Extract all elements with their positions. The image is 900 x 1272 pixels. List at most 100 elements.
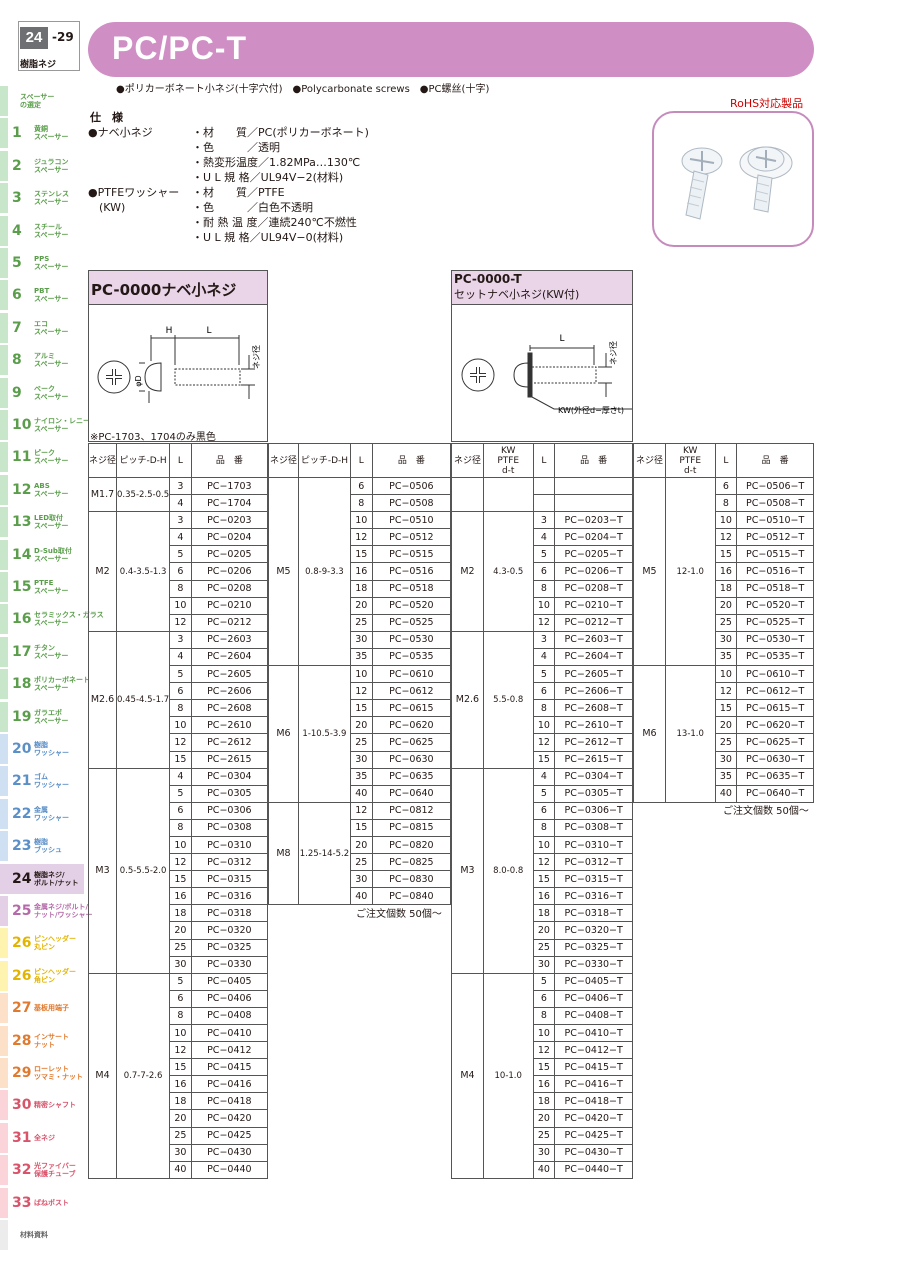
length-cell: 10 [169, 716, 192, 735]
sidebar-item-label: ピンヘッダー 丸ピン [34, 935, 76, 952]
sidebar-color-tab [0, 150, 8, 181]
sidebar-item-label: ジュラコン スペーサー [34, 157, 69, 174]
length-cell: 6 [532, 989, 556, 1008]
pc-order-note: ご注文個数 50個〜 [356, 909, 442, 920]
length-cell: 18 [714, 579, 738, 598]
sidebar-item-label: 金属ネジ/ボルト/ ナット/ワッシャー [34, 903, 93, 919]
sidebar-item-label: ローレット ツマミ・ナット [34, 1065, 83, 1081]
spec-line: ・耐 熱 温 度／連続240℃不燃性 [192, 216, 357, 229]
part-number-cell: PC−0420 [190, 1109, 269, 1128]
part-number-cell: PC−0305 [190, 784, 269, 803]
part-number-cell: PC−0812 [371, 801, 452, 820]
sidebar-item-number: 26 [12, 967, 32, 984]
sidebar-color-tab [0, 604, 8, 635]
sidebar-item-number: 6 [12, 287, 22, 304]
part-number-cell: PC−0203−T [554, 511, 633, 530]
sidebar-item-label: 全ネジ [34, 1133, 55, 1142]
length-cell: 12 [349, 528, 373, 547]
size-cell: M8 [268, 801, 299, 906]
part-number-cell: PC−2603−T [554, 630, 633, 649]
length-cell: 15 [169, 870, 192, 889]
pitch-cell: 0.35-2.5-0.5 [116, 476, 171, 513]
part-number-cell: PC−0312−T [554, 853, 633, 872]
table-row [451, 476, 633, 513]
length-cell: 25 [349, 853, 373, 872]
spec-line: ・U L 規 格／UL94V−2(材料) [192, 171, 344, 184]
length-cell: 10 [714, 665, 738, 684]
length-cell: 30 [532, 955, 556, 974]
sidebar-item-number: 24 [12, 870, 32, 887]
length-cell: 30 [349, 870, 373, 889]
part-number-cell: PC−0635−T [736, 767, 814, 786]
length-cell: 15 [532, 870, 556, 889]
sidebar-item-label: アルミ スペーサー [34, 352, 69, 369]
length-cell: 3 [169, 630, 192, 649]
part-number-cell: PC−2608 [190, 699, 269, 718]
part-number-cell: PC−0308 [190, 818, 269, 837]
part-number-cell: PC−0625−T [736, 733, 814, 752]
sidebar-color-tab [0, 507, 8, 538]
part-number-cell: PC−0615 [371, 699, 452, 718]
column-header: 品 番 [736, 443, 814, 478]
sidebar-item[interactable]: 材料資料 [0, 1220, 84, 1250]
length-cell: 20 [349, 596, 373, 615]
length-cell: 8 [349, 494, 373, 513]
kw-cell: 10-1.0 [482, 972, 534, 1179]
length-cell: 4 [532, 767, 556, 786]
sidebar-color-tab [0, 1090, 8, 1121]
sidebar-item-label: チタン スペーサー [34, 643, 69, 660]
dim-kw-label: KW(外径d−厚さt) [558, 405, 624, 415]
size-cell [451, 476, 484, 513]
sidebar-item-number: 14 [12, 546, 32, 563]
sidebar-color-tab [0, 896, 8, 926]
sidebar-color-tab [0, 345, 8, 376]
sidebar-item[interactable]: スペーサー の選定 [0, 86, 84, 116]
part-number-cell: PC−0206 [190, 562, 269, 581]
